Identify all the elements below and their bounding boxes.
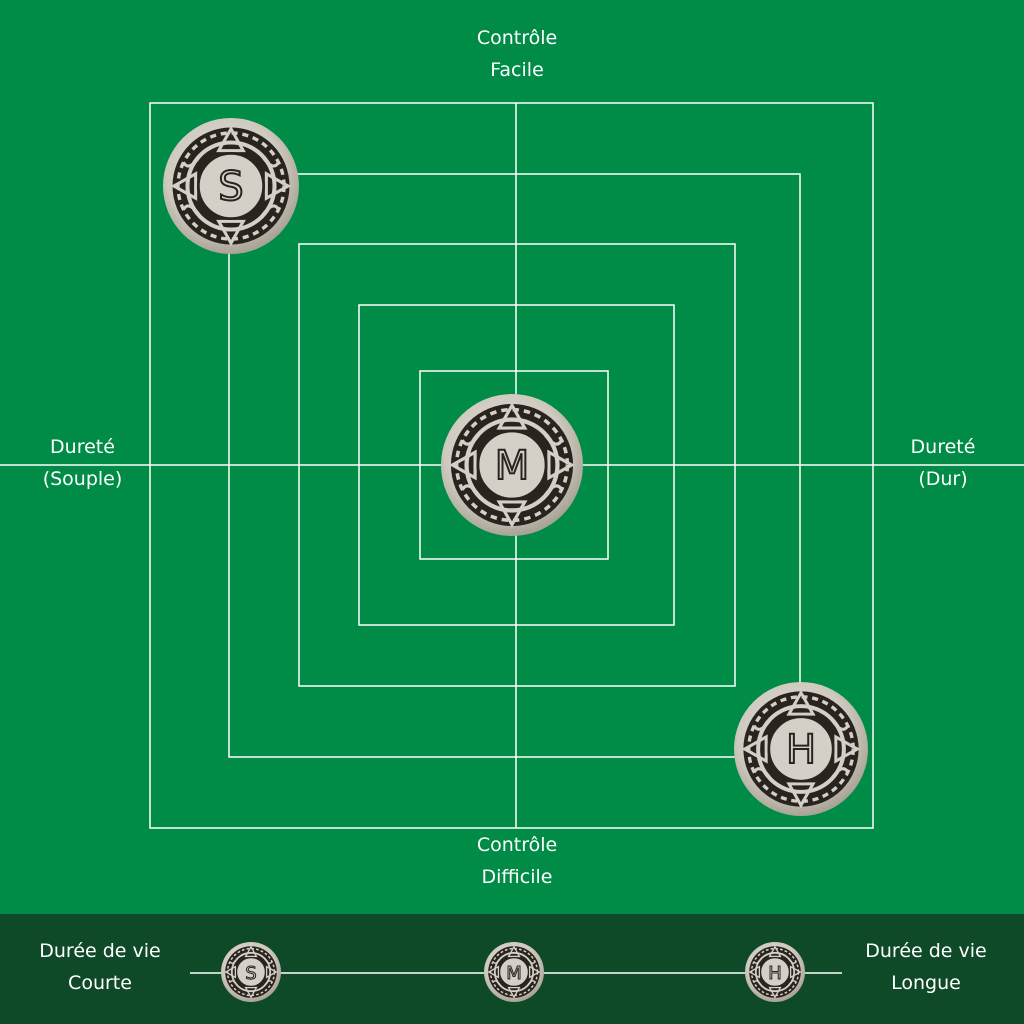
lifespan-puck-s-letter: S [245, 963, 256, 984]
lifespan-label-short-line2: Courte [0, 967, 200, 999]
lifespan-label-short: Durée de vie Courte [0, 935, 200, 999]
lifespan-label-long: Durée de vie Longue [828, 935, 1024, 999]
lifespan-puck-h-letter: H [768, 963, 782, 984]
lifespan-label-long-line1: Durée de vie [828, 935, 1024, 967]
lifespan-label-short-line1: Durée de vie [0, 935, 200, 967]
lifespan-puck-m-letter: M [506, 963, 522, 984]
lifespan-label-long-line2: Longue [828, 967, 1024, 999]
